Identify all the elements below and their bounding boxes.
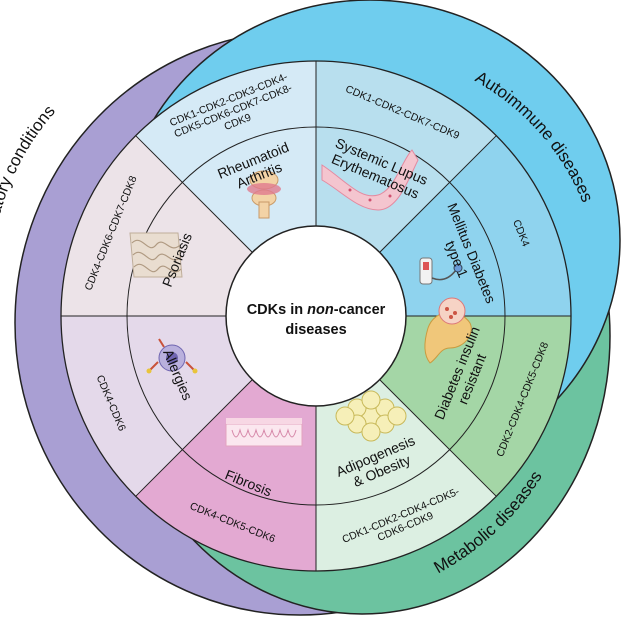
knee-joint-icon [247,170,281,219]
center-circle [225,225,407,407]
sector-divider-diabetes1 [379,135,497,253]
sector-insulin [379,316,571,497]
sector-dividers [61,61,571,571]
sector-divider-rheumatoid [135,135,253,253]
skin-layers-icon [129,232,183,278]
insulin-pump-icon [419,257,463,285]
fat-cells-icon [335,390,407,442]
center-title-line-1: CDKs in non-cancer [247,302,386,318]
allergen-cell-icon [146,338,198,374]
sector-allergies [61,316,253,497]
pancreas-icon [424,297,472,364]
sector-psoriasis [61,135,253,316]
fibrotic-tissue-icon [225,418,303,447]
sector-divider-allergies [135,379,253,497]
center-title-line-2: diseases [285,322,346,338]
sector-divider-obesity [379,379,497,497]
skin-rash-icon [321,149,419,211]
